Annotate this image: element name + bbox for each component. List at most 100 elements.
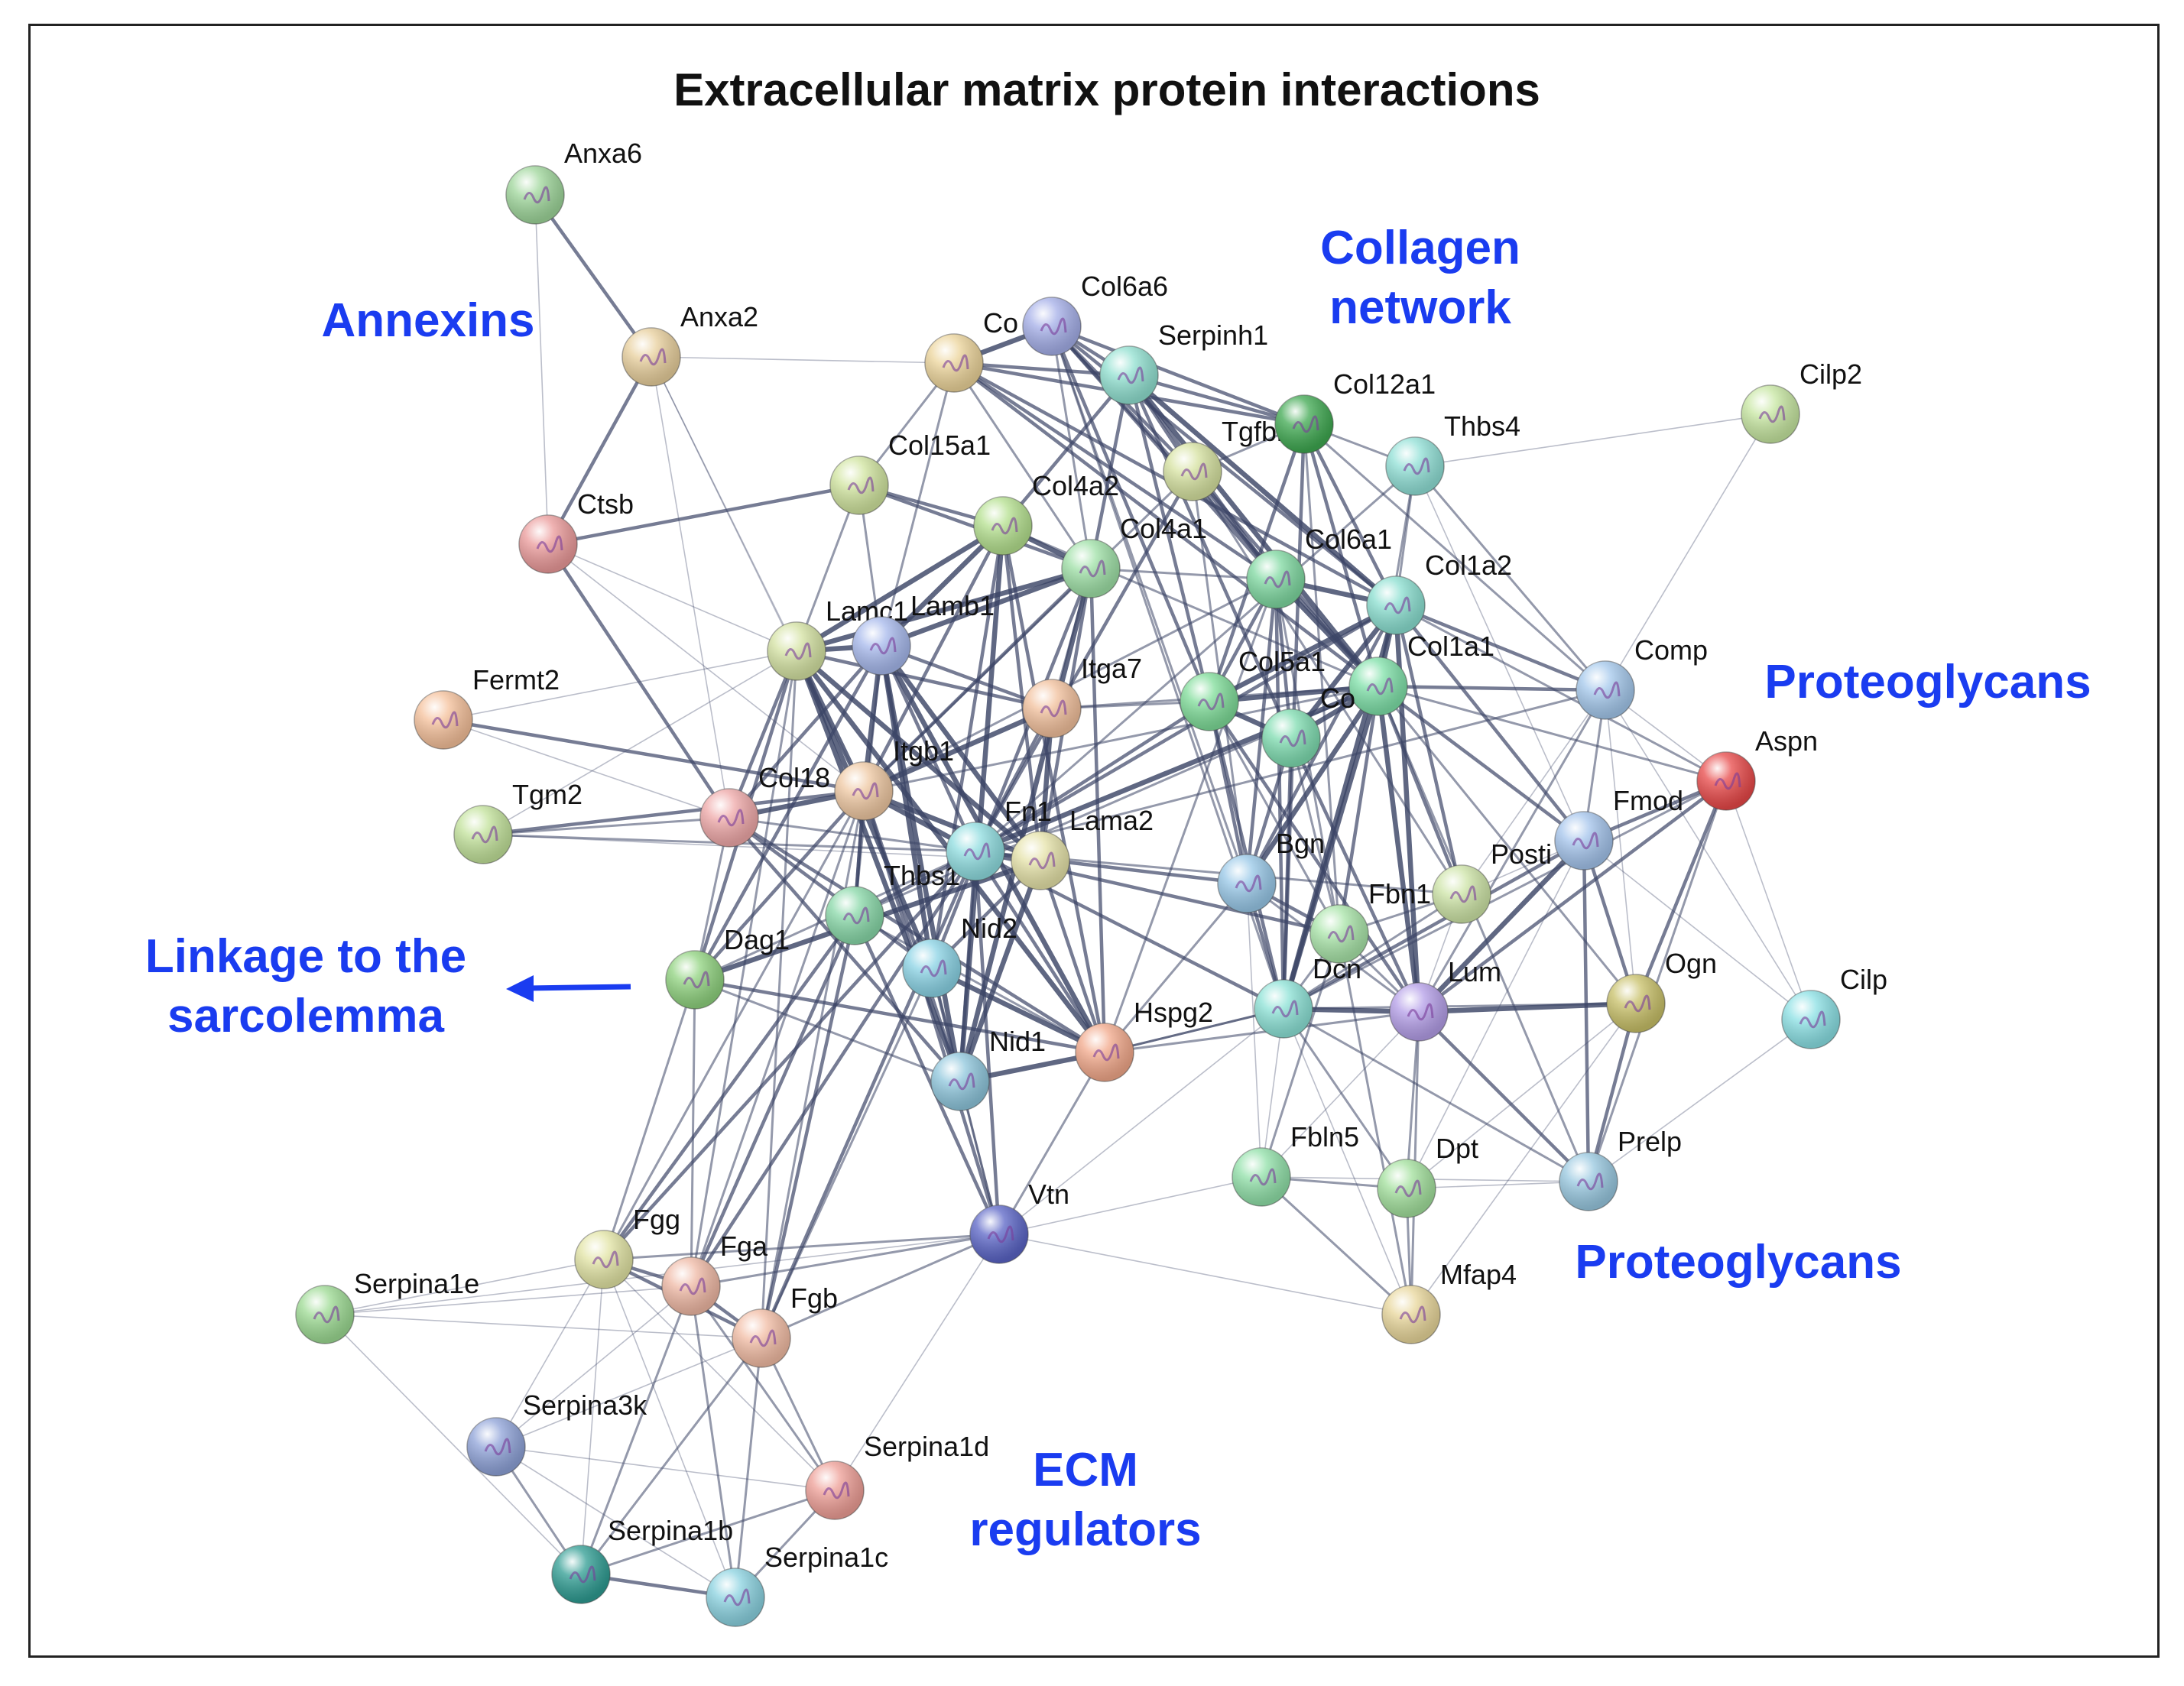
edge-anxa2-ctsb	[546, 355, 654, 546]
node-dpt[interactable]: Dpt	[1377, 1133, 1478, 1218]
node-postn[interactable]: Posti	[1432, 838, 1552, 924]
node-lama2[interactable]: Lama2	[1011, 805, 1154, 890]
node-aspn[interactable]: Aspn	[1696, 725, 1818, 811]
arrow-shaft	[527, 984, 631, 991]
edge-col5a1-bgn	[1207, 699, 1249, 886]
node-anxa6[interactable]: Anxa6	[505, 138, 642, 225]
protein-structure-icon	[847, 476, 875, 494]
node-col4a2[interactable]: Col4a2	[973, 470, 1119, 556]
node-fgb[interactable]: Fgb	[732, 1282, 838, 1368]
node-col5a1[interactable]: Col5a1	[1180, 646, 1326, 731]
node-hspg2[interactable]: Hspg2	[1075, 997, 1213, 1082]
node-lum[interactable]: Lum	[1389, 956, 1501, 1042]
node-gloss	[552, 1545, 610, 1603]
node-gloss	[852, 617, 910, 675]
node-gloss	[1076, 1023, 1134, 1081]
node-serpina1b[interactable]: Serpina1b	[551, 1515, 733, 1604]
node-co2[interactable]: Co	[1261, 683, 1355, 768]
node-label: Dag1	[724, 924, 790, 955]
node-label: Fbn1	[1368, 878, 1431, 909]
edge-fgb-serpina3k	[495, 1337, 762, 1448]
node-thbs1[interactable]: Thbs1	[825, 860, 960, 945]
edge-fgb-serpina1b	[579, 1337, 763, 1576]
node-serpinh1[interactable]: Serpinh1	[1099, 319, 1268, 405]
protein-structure-icon	[1624, 994, 1651, 1013]
node-serpina1d[interactable]: Serpina1d	[805, 1431, 989, 1520]
node-ctsb[interactable]: Ctsb	[518, 488, 634, 574]
node-label: Anxa6	[564, 138, 642, 169]
protein-structure-icon	[1449, 885, 1477, 903]
protein-structure-icon	[1040, 317, 1067, 336]
edge-tgfbi-postn	[1191, 470, 1463, 896]
node-nid2[interactable]: Nid2	[902, 913, 1017, 998]
node-mfap4[interactable]: Mfap4	[1381, 1259, 1517, 1344]
node-col1a1[interactable]: Col1a1	[1348, 631, 1494, 716]
edge-lama2-col4a2	[1001, 524, 1043, 863]
node-thbs4[interactable]: Thbs4	[1385, 410, 1520, 496]
node-gloss	[1023, 679, 1081, 738]
edge-col6a6-bgn	[1050, 325, 1248, 885]
edge-nid2-hspg2	[929, 965, 1108, 1055]
node-nid1[interactable]: Nid1	[930, 1026, 1046, 1111]
node-col18[interactable]: Col18	[699, 762, 830, 848]
node-fbn1[interactable]: Fbn1	[1309, 878, 1431, 964]
node-vtn[interactable]: Vtn	[969, 1179, 1069, 1264]
edge-fn1-tgfbi	[973, 469, 1195, 854]
node-gloss	[974, 497, 1032, 555]
node-co[interactable]: Co	[924, 307, 1018, 393]
node-fermt2[interactable]: Fermt2	[414, 664, 560, 750]
node-tgfbi[interactable]: Tgfbi	[1163, 416, 1283, 501]
edge-anxa2-lamc1	[651, 356, 797, 652]
edge-col6a6-col4a1	[1050, 325, 1092, 570]
edge-vtn-fgb	[760, 1233, 1001, 1340]
edge-lum-fmod	[1416, 838, 1587, 1015]
node-anxa2[interactable]: Anxa2	[621, 301, 758, 387]
protein-structure-icon	[1366, 677, 1394, 695]
node-gloss	[519, 515, 577, 573]
node-bgn[interactable]: Bgn	[1217, 828, 1325, 913]
node-col6a1[interactable]: Col6a1	[1246, 524, 1392, 609]
node-itga7[interactable]: Itga7	[1022, 653, 1142, 738]
node-comp[interactable]: Comp	[1576, 634, 1708, 720]
node-tgm2[interactable]: Tgm2	[453, 779, 583, 864]
edge-col18-fn1	[728, 816, 977, 853]
node-ogn[interactable]: Ogn	[1606, 948, 1717, 1033]
edge-tgm2-lamc1	[482, 650, 797, 835]
node-serpina1e[interactable]: Serpina1e	[295, 1268, 479, 1344]
node-serpina1c[interactable]: Serpina1c	[706, 1542, 888, 1627]
edge-lum-fbln5	[1261, 1011, 1420, 1178]
node-fbln5[interactable]: Fbln5	[1232, 1121, 1359, 1207]
node-fmod[interactable]: Fmod	[1554, 785, 1683, 871]
edge-serpinh1-col12a1	[1127, 373, 1306, 426]
protein-structure-icon	[1180, 462, 1208, 481]
node-col4a1[interactable]: Col4a1	[1061, 513, 1207, 598]
node-col6a6[interactable]: Col6a6	[1022, 271, 1168, 356]
node-col1a2[interactable]: Col1a2	[1366, 550, 1512, 635]
node-label: Fbln5	[1290, 1121, 1359, 1153]
node-fn1[interactable]: Fn1	[946, 796, 1052, 881]
node-dcn[interactable]: Dcn	[1254, 953, 1361, 1039]
figure-title: Extracellular matrix protein interaction…	[673, 64, 1540, 115]
edge-dcn-fmod	[1281, 838, 1586, 1011]
node-dag1[interactable]: Dag1	[665, 924, 790, 1010]
node-gloss	[1433, 865, 1491, 923]
node-itgb1[interactable]: Itgb1	[834, 735, 954, 821]
node-lamb1[interactable]: Lamb1	[852, 590, 995, 676]
node-label: Fga	[720, 1230, 768, 1262]
node-serpina3k[interactable]: Serpina3k	[466, 1389, 647, 1477]
node-col15a1[interactable]: Col15a1	[829, 430, 991, 515]
edge-lamc1-col4a2	[793, 523, 1006, 654]
node-fgg[interactable]: Fgg	[574, 1204, 680, 1289]
node-fga[interactable]: Fga	[661, 1230, 768, 1316]
node-cilp2[interactable]: Cilp2	[1741, 358, 1862, 444]
protein-structure-icon	[942, 354, 969, 372]
node-col12a1[interactable]: Col12a1	[1274, 368, 1436, 454]
node-cilp[interactable]: Cilp	[1781, 964, 1887, 1049]
node-prelp[interactable]: Prelp	[1559, 1126, 1682, 1211]
node-gloss	[1163, 443, 1222, 501]
edge-dcn-prelp	[1282, 1007, 1590, 1183]
node-label: Col6a6	[1081, 271, 1168, 302]
edge-col6a6-col12a1	[1050, 324, 1306, 426]
